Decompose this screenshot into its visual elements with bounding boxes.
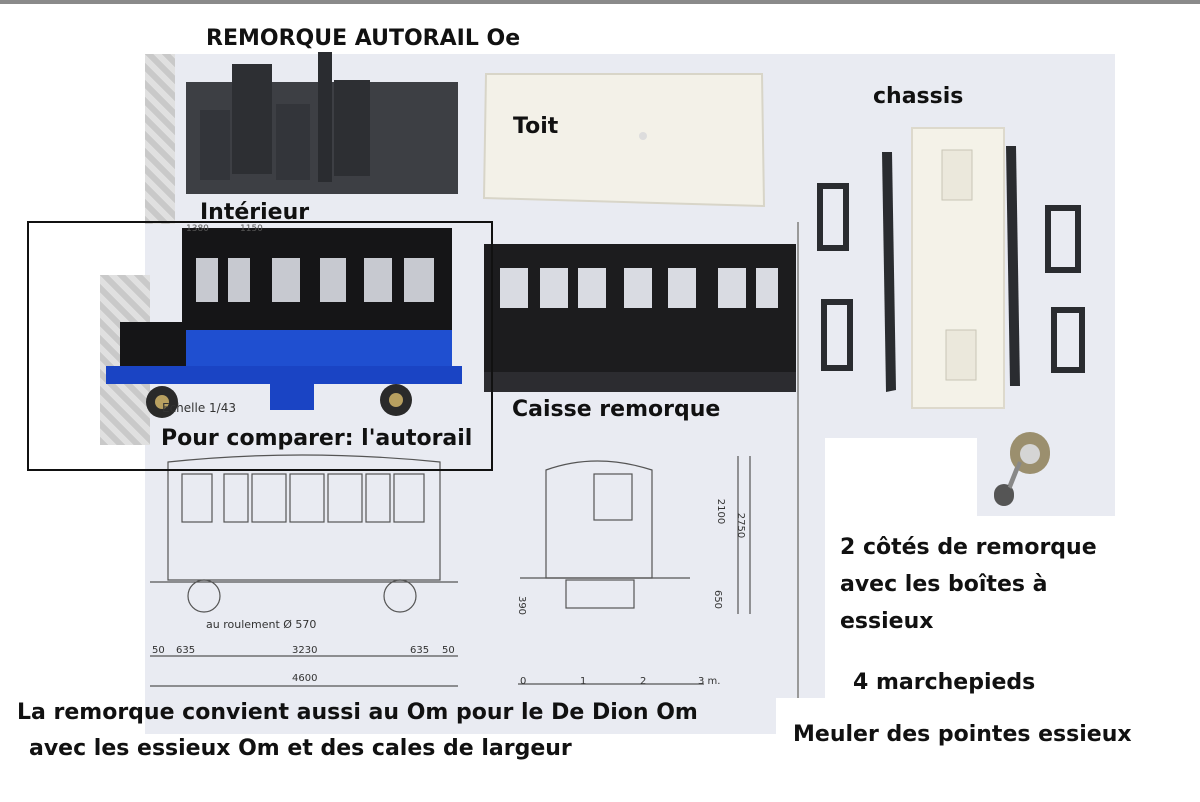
drawing-bearing-text: au roulement Ø 570 — [206, 618, 317, 631]
label-comparer: Pour comparer: l'autorail — [161, 426, 473, 451]
drawing-dim-low2: 650 — [712, 589, 724, 610]
interieur-part — [186, 52, 458, 194]
label-toit: Toit — [513, 114, 559, 139]
label-cotes-line1: 2 côtés de remorque — [840, 535, 1097, 560]
drawing-side-dim-2: 1150 — [240, 224, 263, 234]
chassis-part — [817, 127, 1085, 409]
drawing-dim-635-left: 635 — [176, 645, 196, 656]
label-chassis: chassis — [873, 84, 964, 109]
drawing-side-dim-1: 1380 — [186, 224, 209, 234]
note-line2: avec les essieux Om et des cales de larg… — [29, 736, 572, 761]
photo-cutout-white — [825, 438, 977, 698]
label-meuler: Meuler des pointes essieux — [793, 722, 1132, 747]
drawing-dim-635-right: 635 — [410, 645, 430, 656]
drawing-scale-text: Echelle 1/43 — [162, 401, 236, 415]
caisse-part — [484, 244, 796, 392]
label-marchepieds: 4 marchepieds — [853, 670, 1036, 695]
drawing-dim-50-left: 50 — [152, 645, 165, 656]
drawing-dim-height2: 2750 — [735, 512, 747, 539]
photo-cutout-white-4 — [0, 734, 1200, 802]
technical-drawing — [150, 454, 751, 687]
toit-part — [482, 73, 766, 208]
drawing-ruler-3: 3 m. — [698, 676, 721, 687]
drawing-dim-50-right: 50 — [442, 645, 455, 656]
label-caisse: Caisse remorque — [512, 397, 721, 422]
top-edge-strip — [0, 0, 1200, 4]
autorail-model — [106, 228, 462, 418]
drawing-dim-height1: 2100 — [715, 498, 727, 525]
wheelset-photo — [994, 434, 1050, 506]
drawing-sheet-edge — [797, 222, 799, 698]
drawing-ruler-0: 0 — [520, 676, 527, 687]
drawing-ruler-1: 1 — [580, 676, 587, 687]
drawing-dim-total: 4600 — [292, 673, 318, 684]
tread-plate-background — [145, 54, 175, 224]
drawing-ruler-2: 2 — [640, 676, 647, 687]
label-cotes-line3: essieux — [840, 609, 934, 634]
note-line1: La remorque convient aussi au Om pour le… — [17, 700, 698, 725]
drawing-dim-low1: 390 — [516, 595, 528, 616]
label-interieur: Intérieur — [200, 200, 310, 225]
photo-cutout-white-2 — [977, 516, 1117, 698]
drawing-dim-3230: 3230 — [292, 645, 318, 656]
comparison-frame — [27, 221, 493, 471]
label-cotes-line2: avec les boîtes à — [840, 572, 1048, 597]
page-title: REMORQUE AUTORAIL Oe — [206, 26, 521, 51]
